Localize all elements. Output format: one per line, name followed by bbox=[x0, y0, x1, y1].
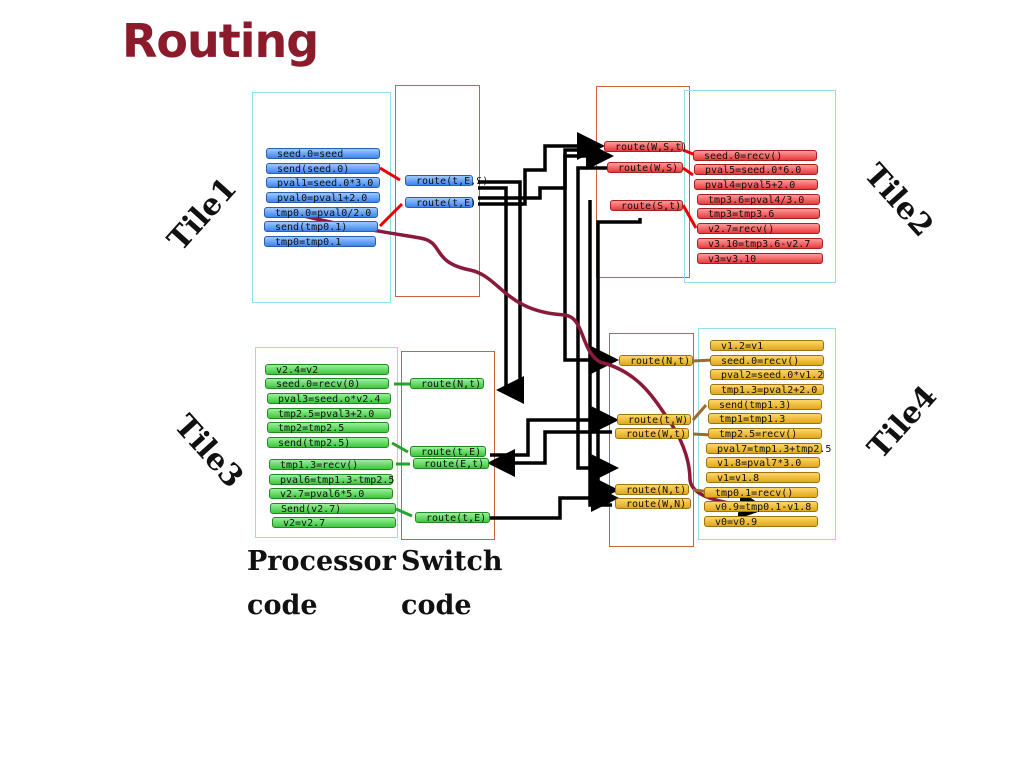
red-arrow bbox=[378, 202, 404, 228]
page-title: Routing bbox=[122, 14, 319, 68]
tile3-processor-region bbox=[255, 347, 398, 538]
wire bbox=[490, 484, 619, 520]
code-line: seed.0=seed bbox=[266, 148, 380, 160]
code-line: tmp1=tmp1.3 bbox=[708, 413, 822, 425]
code-line: pval0=pval1+2.0 bbox=[266, 192, 380, 204]
code-line: v3.10=tmp3.6-v2.7 bbox=[697, 238, 823, 250]
code-line: send(tmp2.5) bbox=[267, 437, 389, 449]
code-line: v2.7=pval6*5.0 bbox=[269, 488, 393, 500]
code-line: v0=v0.9 bbox=[704, 516, 818, 528]
code-line: v1=v1.8 bbox=[706, 472, 820, 484]
code-line: pval2=seed.0*v1.2 bbox=[710, 369, 824, 381]
code-line: v2.7=recv() bbox=[697, 223, 820, 235]
route-line: route(W,S,t) bbox=[604, 141, 687, 153]
code-line: send(tmp1.3) bbox=[708, 399, 822, 411]
route-line: route(N,t) bbox=[615, 484, 689, 496]
red-arrow bbox=[379, 166, 401, 182]
code-line: seed.0=recv(0) bbox=[265, 378, 389, 390]
wire bbox=[490, 406, 619, 457]
tile4-switch-region bbox=[609, 333, 694, 547]
code-line: Send(v2.7) bbox=[270, 503, 396, 515]
code-line: pval7=tmp1.3+tmp2.5 bbox=[706, 443, 831, 455]
red-arrow bbox=[681, 204, 698, 229]
code-line: pval1=seed.0*3.0 bbox=[266, 177, 380, 189]
wire bbox=[478, 142, 614, 200]
tile3-switch-region bbox=[401, 351, 495, 540]
caption-line: Processor bbox=[247, 546, 396, 577]
wire bbox=[588, 200, 612, 507]
green-arrow bbox=[395, 507, 413, 518]
wire bbox=[487, 430, 612, 477]
code-line: pval5=seed.0*6.0 bbox=[694, 164, 818, 176]
tile2-switch-region bbox=[596, 86, 690, 278]
tile2-processor-region bbox=[684, 90, 836, 283]
route-line: route(t,E) bbox=[410, 446, 486, 458]
code-line: send(seed.0) bbox=[266, 163, 380, 175]
route-line: route(W,S) bbox=[607, 162, 683, 174]
code-line: pval6=tmp1.3-tmp2.5 bbox=[269, 474, 394, 486]
wire bbox=[591, 218, 642, 504]
tile1-switch-region bbox=[395, 85, 480, 297]
wire bbox=[478, 186, 508, 388]
code-line: pval4=pval5+2.0 bbox=[694, 179, 818, 191]
green-arrow bbox=[391, 441, 409, 454]
code-line: seed.0=recv() bbox=[693, 150, 817, 162]
red-arrow bbox=[682, 166, 694, 177]
code-line: tmp3=tmp3.6 bbox=[697, 208, 820, 220]
code-line: send(tmp0.1) bbox=[264, 221, 378, 233]
code-line: seed.0=recv() bbox=[710, 355, 824, 367]
code-line: v3=v3.10 bbox=[697, 253, 823, 265]
code-line: v0.9=tmp0.1-v1.8 bbox=[704, 501, 818, 513]
code-line: tmp1.3=recv() bbox=[269, 459, 393, 471]
route-line: route(N,t) bbox=[410, 378, 484, 390]
switch-code-caption: Switch code bbox=[401, 540, 503, 628]
code-line: tmp3.6=pval4/3.0 bbox=[697, 194, 820, 206]
code-line: tmp2=tmp2.5 bbox=[267, 422, 389, 434]
route-line: route(E,t) bbox=[413, 458, 489, 470]
code-line: pval3=seed.o*v2.4 bbox=[267, 393, 391, 405]
route-line: route(t,W) bbox=[617, 414, 691, 426]
code-line: v2.4=v2 bbox=[265, 364, 389, 376]
wire bbox=[576, 166, 619, 482]
code-line: v1.2=v1 bbox=[710, 340, 824, 352]
wire bbox=[478, 180, 524, 404]
code-line: v2=v2.7 bbox=[272, 517, 396, 529]
route-line: route(W,t) bbox=[615, 428, 689, 440]
processor-code-caption: Processor code bbox=[247, 540, 396, 628]
code-line: tmp0=tmp0.1 bbox=[264, 236, 376, 248]
route-line: route(S,t) bbox=[610, 200, 683, 212]
code-line: tmp0.1=recv() bbox=[704, 487, 818, 499]
code-line: tmp2.5=recv() bbox=[708, 428, 822, 440]
code-line: tmp2.5=pval3+2.0 bbox=[267, 408, 391, 420]
code-line: tmp1.3=pval2+2.0 bbox=[710, 384, 824, 396]
code-line: tmp0.0=pval0/2.0 bbox=[264, 207, 378, 219]
brown-arrow bbox=[691, 404, 708, 421]
caption-line: code bbox=[401, 590, 472, 621]
caption-line: Switch bbox=[401, 546, 503, 577]
tile1-processor-region bbox=[252, 92, 391, 303]
route-line: route(N,t) bbox=[619, 355, 693, 367]
code-line: v1.8=pval7*3.0 bbox=[706, 457, 820, 469]
route-line: route(t,E) bbox=[405, 197, 476, 209]
wire bbox=[478, 132, 605, 206]
route-line: route(t,E) bbox=[415, 512, 490, 524]
route-line: route(W,N) bbox=[615, 498, 691, 510]
dataflow-path bbox=[299, 213, 767, 520]
route-line: route(t,E,S) bbox=[405, 175, 488, 187]
brown-arrow bbox=[692, 358, 713, 363]
caption-line: code bbox=[247, 590, 318, 621]
